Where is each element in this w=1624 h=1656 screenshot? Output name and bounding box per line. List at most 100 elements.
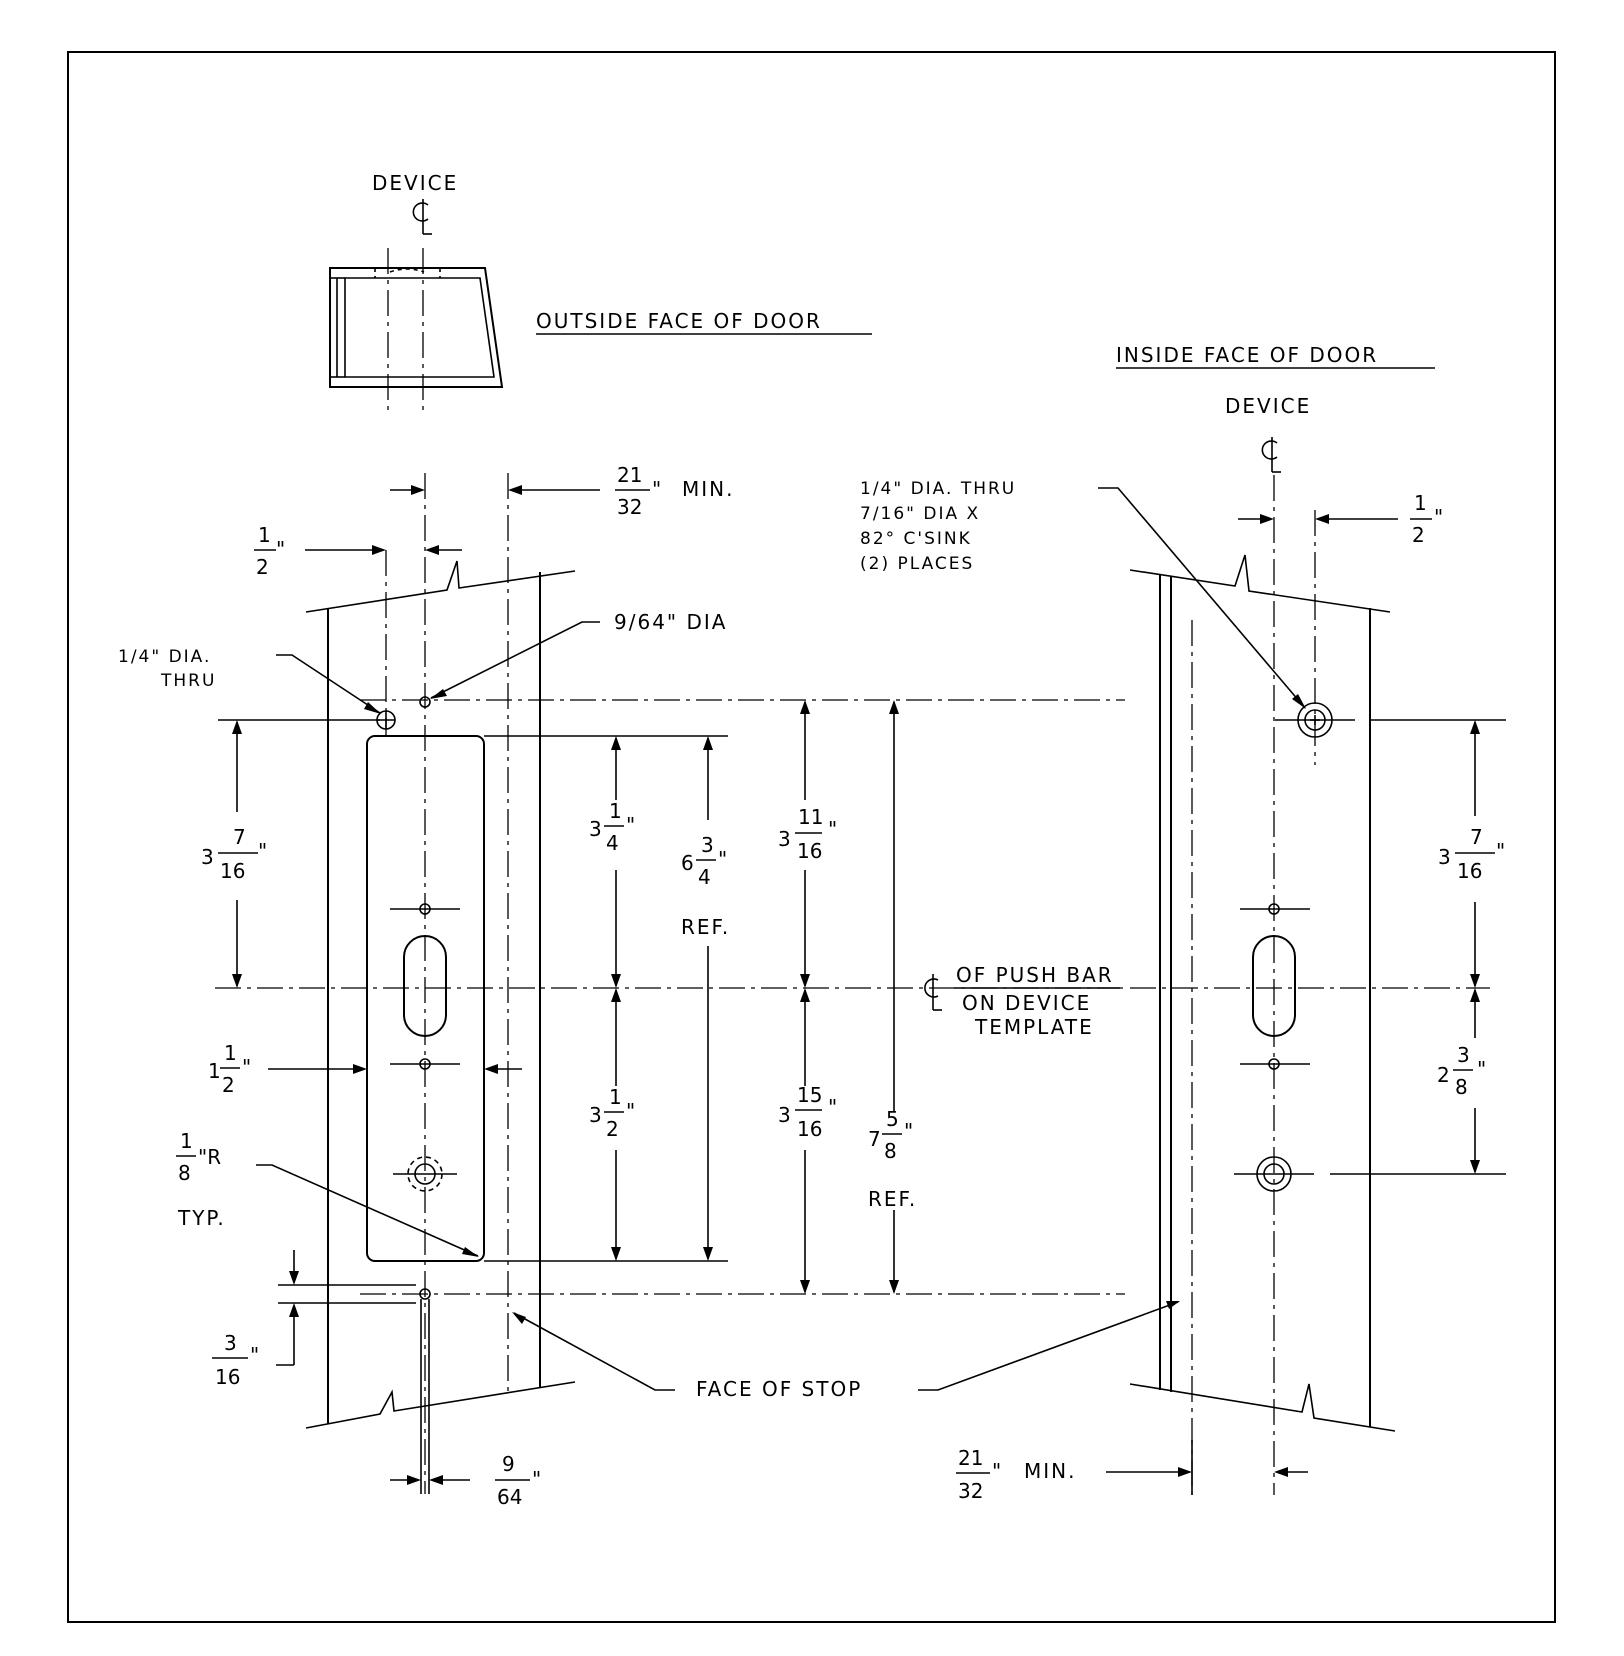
svg-text:64: 64 <box>497 1485 522 1509</box>
push-bar-line1: OF PUSH BAR <box>956 963 1114 987</box>
svg-text:21: 21 <box>617 463 642 487</box>
dim-3-15-16: 3 15 16 " <box>778 1083 837 1141</box>
svg-text:3: 3 <box>1457 1043 1470 1067</box>
svg-text:": " <box>242 1055 251 1079</box>
svg-text:21: 21 <box>958 1446 983 1470</box>
inside-face-label: INSIDE FACE OF DOOR <box>1116 343 1378 367</box>
svg-text:2: 2 <box>1437 1063 1450 1087</box>
drawing-border <box>67 51 1556 1623</box>
min-label-bottom: MIN. <box>1024 1459 1076 1483</box>
svg-text:2: 2 <box>256 555 269 579</box>
svg-text:3: 3 <box>589 1103 602 1127</box>
centerline-symbol-top <box>412 199 432 235</box>
svg-text:": " <box>1477 1057 1486 1081</box>
ref-label-a: REF. <box>681 915 730 939</box>
slot-right <box>1252 935 1296 1037</box>
dim-3-11-16: 3 11 16 " <box>778 805 837 863</box>
svg-text:3: 3 <box>778 1103 791 1127</box>
svg-text:4: 4 <box>606 831 619 855</box>
push-bar-centerline-callout: OF PUSH BAR ON DEVICE TEMPLATE <box>924 963 1120 1039</box>
dim-1-8-radius: 1 8 "R <box>176 1129 221 1185</box>
svg-text:32: 32 <box>958 1479 983 1503</box>
push-bar-line3: TEMPLATE <box>974 1015 1094 1039</box>
hole-9-64-top <box>419 696 431 708</box>
svg-text:": " <box>258 839 267 863</box>
svg-text:1: 1 <box>258 523 271 547</box>
svg-text:7: 7 <box>1470 825 1483 849</box>
svg-text:2: 2 <box>1412 523 1425 547</box>
device-label-right: DEVICE <box>1225 394 1311 418</box>
dim-1-1-2: 1 1 2 " <box>208 1041 251 1097</box>
push-bar-line2: ON DEVICE <box>962 991 1091 1015</box>
svg-text:4: 4 <box>698 865 711 889</box>
centerline-symbol-right <box>1261 437 1281 473</box>
csink-line1: 1/4" DIA. THRU <box>860 479 1016 499</box>
svg-text:": " <box>532 1467 541 1491</box>
svg-text:1: 1 <box>609 799 622 823</box>
outside-face-label: OUTSIDE FACE OF DOOR <box>536 309 822 333</box>
svg-text:5: 5 <box>886 1107 899 1131</box>
svg-text:6: 6 <box>681 851 694 875</box>
svg-text:15: 15 <box>797 1083 822 1107</box>
svg-text:": " <box>992 1459 1001 1483</box>
svg-text:7: 7 <box>233 825 246 849</box>
svg-text:1: 1 <box>224 1041 237 1065</box>
svg-text:3: 3 <box>778 827 791 851</box>
svg-text:8: 8 <box>1455 1075 1468 1099</box>
hole-9-64-bottom <box>419 1288 431 1300</box>
dim-3-16: 3 16 " <box>212 1331 259 1389</box>
dim-6-3-4: 6 3 4 " <box>681 833 727 889</box>
svg-text:": " <box>718 847 727 871</box>
dim-21-32-top: 21 32 " MIN. <box>615 463 734 519</box>
svg-text:8: 8 <box>884 1139 897 1163</box>
svg-text:8: 8 <box>178 1161 191 1185</box>
svg-text:1: 1 <box>208 1059 221 1083</box>
dim-3-7-16-left: 3 7 16 " <box>201 825 267 883</box>
dim-1-2-left: 1 2 " <box>254 523 285 579</box>
dim-3-1-4: 3 1 4 " <box>589 799 635 855</box>
svg-text:9: 9 <box>502 1452 515 1476</box>
outside-face-elevation: 21 32 " MIN. 1 2 " 1/4" DIA. THRU 9/64" … <box>118 463 1125 1509</box>
dim-2-3-8: 2 3 8 " <box>1437 1043 1486 1099</box>
svg-text:16: 16 <box>215 1365 240 1389</box>
quarter-dia-thru-line1: 1/4" DIA. <box>118 647 211 667</box>
dim-7-5-8: 7 5 8 " <box>868 1107 913 1163</box>
dim-9-64: 9 64 " <box>495 1452 541 1509</box>
svg-text:"R: "R <box>198 1145 221 1169</box>
csink-line2: 7/16" DIA X <box>860 504 980 524</box>
svg-text:": " <box>652 477 661 501</box>
dim-3-7-16-right: 3 7 16 " <box>1438 825 1505 883</box>
svg-text:1: 1 <box>609 1085 622 1109</box>
svg-text:": " <box>276 537 285 561</box>
svg-text:": " <box>1496 839 1505 863</box>
svg-text:16: 16 <box>1457 859 1482 883</box>
ref-label-b: REF. <box>868 1187 917 1211</box>
slot-left <box>403 935 447 1037</box>
svg-text:": " <box>904 1119 913 1143</box>
svg-text:": " <box>828 1095 837 1119</box>
quarter-dia-thru-line2: THRU <box>160 671 216 691</box>
door-section-view: DEVICE OUTSIDE FACE OF DOOR <box>329 171 872 414</box>
svg-text:2: 2 <box>222 1073 235 1097</box>
svg-text:": " <box>1434 505 1443 529</box>
face-of-stop-label: FACE OF STOP <box>696 1377 862 1401</box>
dim-3-1-2: 3 1 2 " <box>589 1085 635 1141</box>
svg-text:16: 16 <box>797 839 822 863</box>
svg-text:1: 1 <box>1414 491 1427 515</box>
svg-text:3: 3 <box>224 1331 237 1355</box>
svg-text:3: 3 <box>201 845 214 869</box>
svg-text:": " <box>626 813 635 837</box>
min-label-top: MIN. <box>682 477 734 501</box>
push-plate-cutout <box>366 735 485 1262</box>
svg-text:3: 3 <box>589 817 602 841</box>
typ-label: TYP. <box>177 1206 226 1230</box>
svg-text:": " <box>626 1099 635 1123</box>
svg-text:": " <box>828 817 837 841</box>
svg-text:1: 1 <box>180 1129 193 1153</box>
csink-line3: 82° C'SINK <box>860 529 972 549</box>
device-label-top: DEVICE <box>372 171 458 195</box>
svg-text:11: 11 <box>798 805 823 829</box>
inside-face-elevation: INSIDE FACE OF DOOR DEVICE <box>860 343 1506 1503</box>
svg-text:2: 2 <box>606 1117 619 1141</box>
